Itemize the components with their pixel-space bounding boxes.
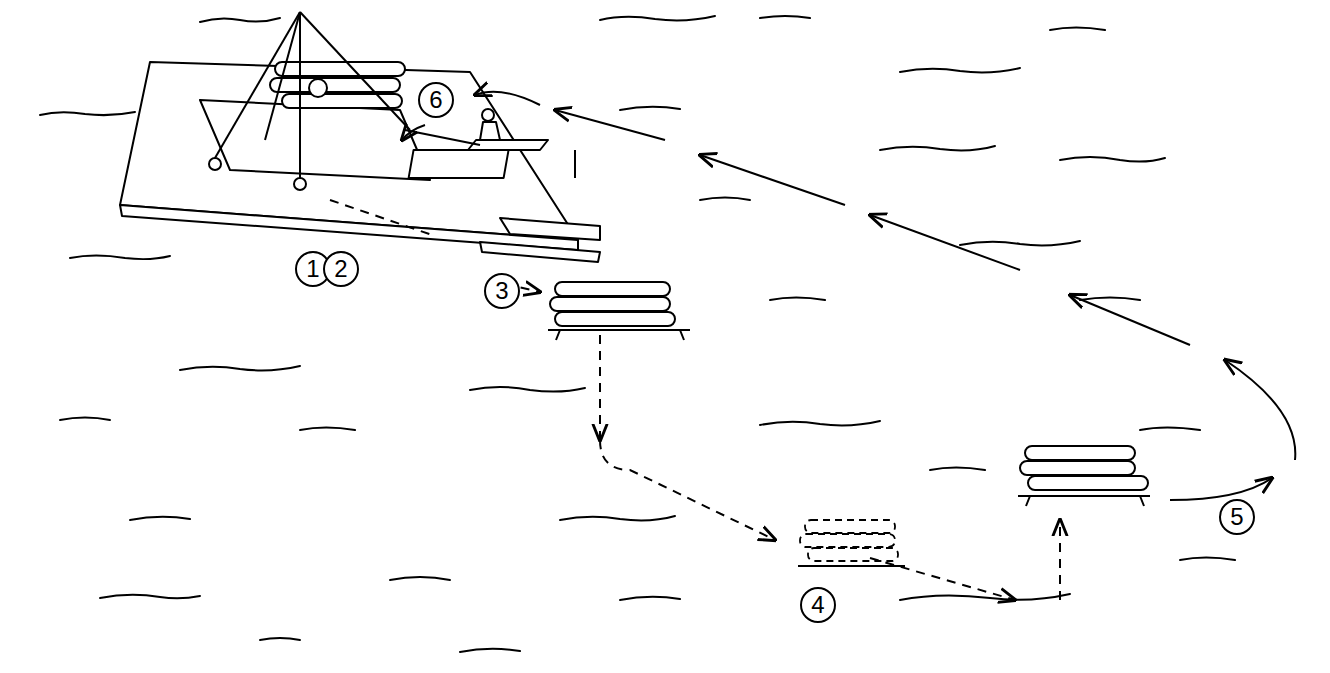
callout-circle: 5 [1218, 498, 1256, 536]
circle-outline [485, 274, 519, 308]
cage-module [548, 282, 690, 340]
cage-module [1018, 446, 1150, 506]
circle-outline [324, 252, 358, 286]
cage-on-raft [270, 62, 405, 108]
circle-outline [419, 83, 453, 117]
circle-outline [801, 588, 835, 622]
callout-circle: 6 [417, 81, 455, 119]
callout-number: 3 [495, 279, 508, 303]
dashed-route [330, 200, 1060, 600]
callout-number: 6 [429, 88, 442, 112]
callout-circle: 3 [483, 272, 521, 310]
tripod [209, 12, 480, 190]
callout-number: 5 [1230, 505, 1243, 529]
submerged-cage [798, 520, 905, 566]
callout-number: 1 [306, 257, 319, 281]
callout-circle: 2 [322, 250, 360, 288]
water-waves [40, 16, 1235, 652]
raft [120, 62, 600, 262]
callout-number: 2 [334, 257, 347, 281]
circle-outline [1220, 500, 1254, 534]
return-arrows [402, 92, 1295, 500]
callout-circle: 4 [799, 586, 837, 624]
callout-number: 4 [811, 593, 824, 617]
